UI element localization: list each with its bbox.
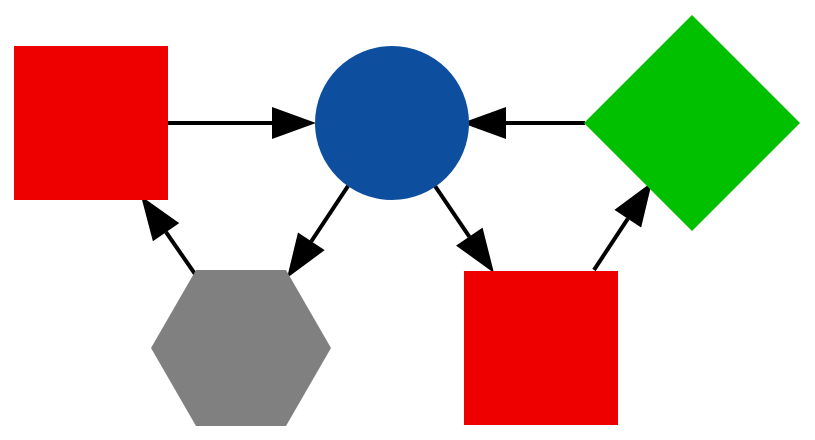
node-diamond-right <box>584 15 800 231</box>
edge-circle-center-to-square-bottom-right <box>433 184 494 273</box>
edge-square-left-to-circle-center <box>168 107 316 139</box>
edge-circle-center-to-hexagon-bottom-left <box>287 184 350 278</box>
edge-line <box>164 231 197 276</box>
arrowhead <box>614 182 652 228</box>
arrowhead <box>141 196 180 242</box>
edge-line <box>433 184 471 238</box>
arrowhead <box>287 232 325 278</box>
edge-line <box>309 184 350 243</box>
arrowhead <box>462 107 506 139</box>
node-square-left <box>14 46 168 200</box>
node-square-bottom-right <box>464 271 618 425</box>
edge-square-bottom-right-to-diamond-right <box>592 182 652 272</box>
edge-hexagon-bottom-left-to-square-left <box>141 196 197 276</box>
edges-layer <box>141 107 652 278</box>
arrowhead <box>456 227 494 273</box>
node-circle-center <box>315 46 469 200</box>
nodes-layer <box>14 15 800 426</box>
node-hexagon-bottom-left <box>151 270 331 426</box>
edge-line <box>592 217 630 272</box>
arrowhead <box>272 107 316 139</box>
edge-diamond-right-to-circle-center <box>462 107 585 139</box>
